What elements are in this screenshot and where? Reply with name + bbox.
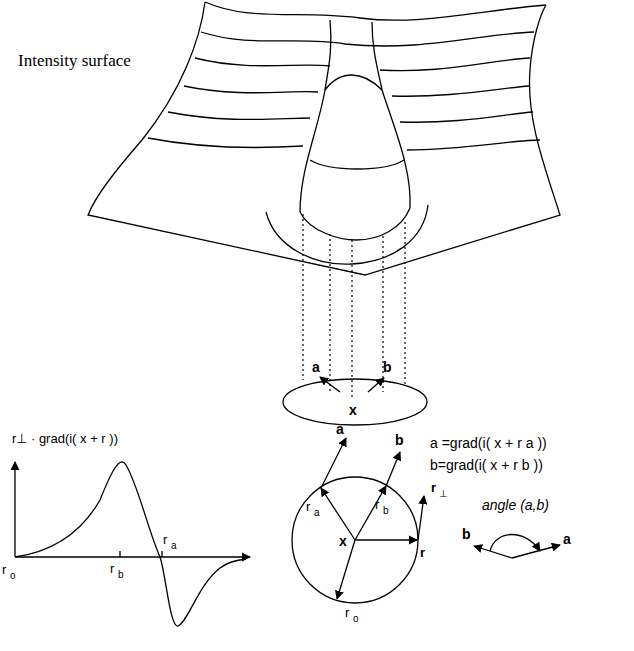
math-label: b bbox=[118, 570, 124, 580]
math-label: o bbox=[10, 571, 16, 581]
math-label: r bbox=[345, 606, 349, 619]
math-label: r⊥ · grad(i( x + r )) bbox=[12, 432, 118, 445]
math-label: r bbox=[163, 533, 167, 546]
math-label: r bbox=[431, 481, 436, 494]
math-label: r bbox=[375, 498, 379, 511]
math-label: a bbox=[563, 532, 571, 546]
math-label: r bbox=[420, 546, 425, 559]
math-label: x bbox=[339, 534, 347, 548]
math-label: x bbox=[349, 403, 357, 417]
math-label: r bbox=[110, 562, 114, 575]
math-label: r bbox=[2, 563, 6, 576]
math-label: o bbox=[353, 614, 359, 624]
math-label: a bbox=[336, 422, 344, 436]
math-label: b=grad(i( x + r b )) bbox=[430, 458, 543, 472]
math-label: a bbox=[171, 541, 177, 551]
math-label: b bbox=[395, 433, 404, 447]
math-label: a bbox=[314, 508, 320, 518]
math-label: a bbox=[312, 360, 320, 374]
math-label: Intensity surface bbox=[18, 52, 131, 69]
math-label: b bbox=[462, 527, 471, 541]
math-label: r bbox=[306, 500, 310, 513]
math-label: ⊥ bbox=[439, 489, 448, 499]
math-label: b bbox=[383, 360, 392, 374]
math-label: b bbox=[383, 506, 389, 516]
math-label: a =grad(i( x + r a )) bbox=[430, 436, 547, 450]
math-label: angle (a,b) bbox=[482, 498, 549, 512]
